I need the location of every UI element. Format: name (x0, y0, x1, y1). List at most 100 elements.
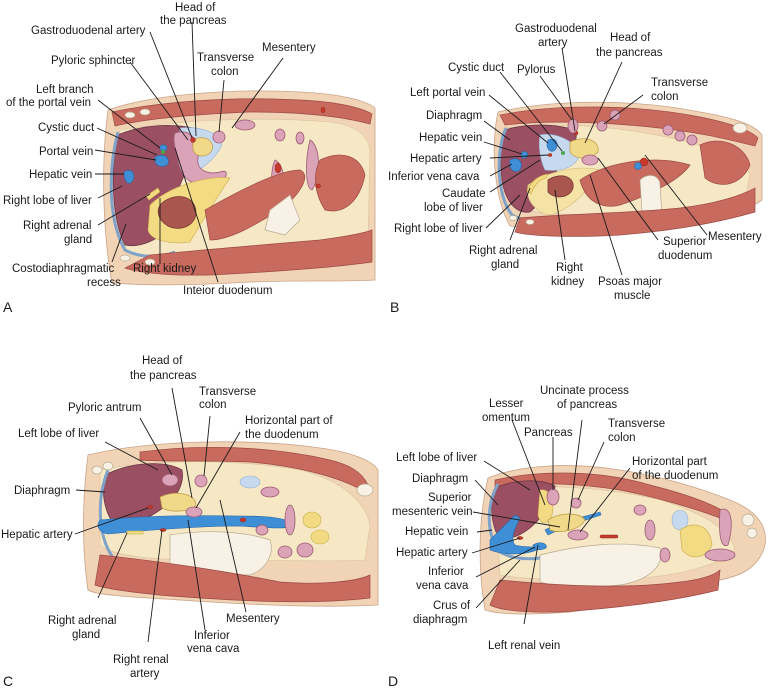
bowel-loop (296, 542, 314, 558)
label-right-adrenal-gland-line2: gland (72, 629, 100, 641)
label-inferior-vena-cava-line2: vena cava (187, 643, 240, 655)
label-gastroduodenal-artery: Gastroduodenal artery (31, 25, 146, 37)
panel-b-illustration (493, 101, 763, 237)
bowel-loop (295, 131, 305, 145)
label-right-kidney-line2: kidney (551, 276, 584, 288)
label-transverse-colon: Transverse (651, 77, 708, 89)
label-right-adrenal-gland: Right adrenal (48, 615, 116, 627)
inferior-vena-cava (509, 158, 522, 172)
label-right-adrenal-gland: Right adrenal (469, 245, 537, 257)
rib (525, 219, 535, 225)
rib (144, 258, 156, 266)
label-head-of-pancreas-line2: the pancreas (130, 370, 197, 382)
bowel-loop (234, 119, 256, 131)
bowel-loop (255, 524, 269, 536)
rib (102, 461, 114, 471)
pancreas-head (159, 492, 197, 512)
hepatic-vein (489, 514, 541, 555)
hepatic-vein (123, 170, 135, 184)
cystic-duct-mark (561, 151, 565, 155)
label-left-branch-portal-vein: Left branch (36, 84, 94, 96)
label-transverse-colon: Transverse (608, 418, 665, 430)
pancreas (547, 513, 586, 532)
label-left-portal-vein: Left portal vein (410, 87, 485, 99)
label-transverse-colon: Transverse (199, 386, 256, 398)
bowel-loop (633, 504, 647, 516)
label-uncinate-process-line2: of pancreas (557, 399, 617, 411)
hepatic-artery (146, 505, 154, 509)
bowel-loop (659, 547, 671, 563)
label-hepatic-vein: Hepatic vein (419, 132, 482, 144)
label-caudate-lobe-line2: lobe of liver (424, 202, 483, 214)
right-kidney (547, 175, 574, 198)
label-horizontal-part-duodenum-line2: the duodenum (245, 429, 319, 441)
back-muscles (124, 229, 373, 276)
label-transverse-colon-line2: colon (608, 432, 636, 444)
label-hepatic-artery: Hepatic artery (410, 153, 482, 165)
bladder-area (302, 511, 322, 529)
right-adrenal (526, 173, 549, 195)
uterus-loop (719, 508, 732, 546)
inferior-vena-cava (532, 542, 547, 550)
right-adrenal (145, 187, 161, 201)
label-lesser-omentum: Lesser (489, 398, 524, 410)
label-cystic-duct: Cystic duct (38, 122, 95, 134)
label-left-lobe-of-liver: Left lobe of liver (396, 452, 477, 464)
abdominal-muscle (499, 106, 759, 147)
left-portal-branch (159, 144, 168, 152)
rib (356, 483, 374, 497)
label-superior-mesenteric-vein-line2: mesenteric vein (392, 506, 473, 518)
rib (119, 254, 131, 262)
panel-letter-c: C (3, 673, 13, 689)
label-inferior-duodenum: Inteior duodenum (183, 285, 273, 297)
label-lesser-omentum-line2: omentum (482, 412, 530, 424)
label-diaphragm: Diaphragm (426, 110, 482, 122)
label-right-lobe-of-liver: Right lobe of liver (394, 223, 483, 235)
label-left-renal-vein: Left renal vein (488, 640, 560, 652)
ivc-small (634, 162, 642, 170)
vessel (320, 106, 326, 114)
label-costodiaphragmatic-recess-line2: recess (87, 277, 121, 289)
label-inferior-vena-cava: Inferior (194, 630, 230, 642)
panel-d-illustration (479, 465, 766, 615)
femoral-head (746, 527, 758, 539)
label-psoas-major-muscle-line2: muscle (614, 290, 650, 302)
psoas-muscle (204, 169, 306, 241)
label-right-kidney: Right (556, 262, 584, 274)
panel-a-leaders (94, 21, 284, 283)
label-left-branch-portal-vein-line2: of the portal vein (6, 97, 91, 109)
panel-c-illustration (83, 441, 379, 607)
label-mesentery: Mesentery (226, 613, 280, 625)
rib (508, 215, 518, 221)
label-transverse-colon-line2: colon (651, 91, 679, 103)
label-pylorus: Pylorus (517, 64, 556, 76)
rib (139, 108, 151, 116)
label-head-of-pancreas: Head of (142, 355, 183, 367)
label-pyloric-sphincter: Pyloric sphincter (51, 55, 136, 67)
label-head-of-pancreas: Head of (175, 2, 216, 14)
label-horizontal-part-duodenum: Horizontal part of (245, 415, 333, 427)
label-horizontal-part-duodenum: Horizontal part (632, 456, 708, 468)
bowel-loop (274, 128, 286, 142)
pancreas-head (569, 138, 599, 159)
label-inferior-vena-cava: Inferior vena cava (388, 171, 480, 183)
duodenum-loop (581, 154, 599, 166)
transverse-colon (570, 497, 582, 509)
right-kidney (157, 196, 197, 229)
label-portal-vein: Portal vein (39, 146, 93, 158)
bowel-loop (674, 130, 686, 142)
label-right-kidney: Right kidney (133, 263, 197, 275)
label-right-adrenal-gland: Right adrenal (23, 220, 91, 232)
label-hepatic-artery: Hepatic artery (1, 529, 73, 541)
back-muscles (514, 187, 756, 237)
bowel-gas (239, 475, 261, 489)
label-psoas-major-muscle: Psoas major (598, 276, 662, 288)
label-right-renal-artery-line2: artery (130, 668, 160, 680)
rib (732, 122, 748, 134)
label-transverse-colon-line2: colon (199, 399, 227, 411)
abdominal-muscle (111, 98, 373, 127)
label-transverse-colon: Transverse (197, 52, 254, 64)
